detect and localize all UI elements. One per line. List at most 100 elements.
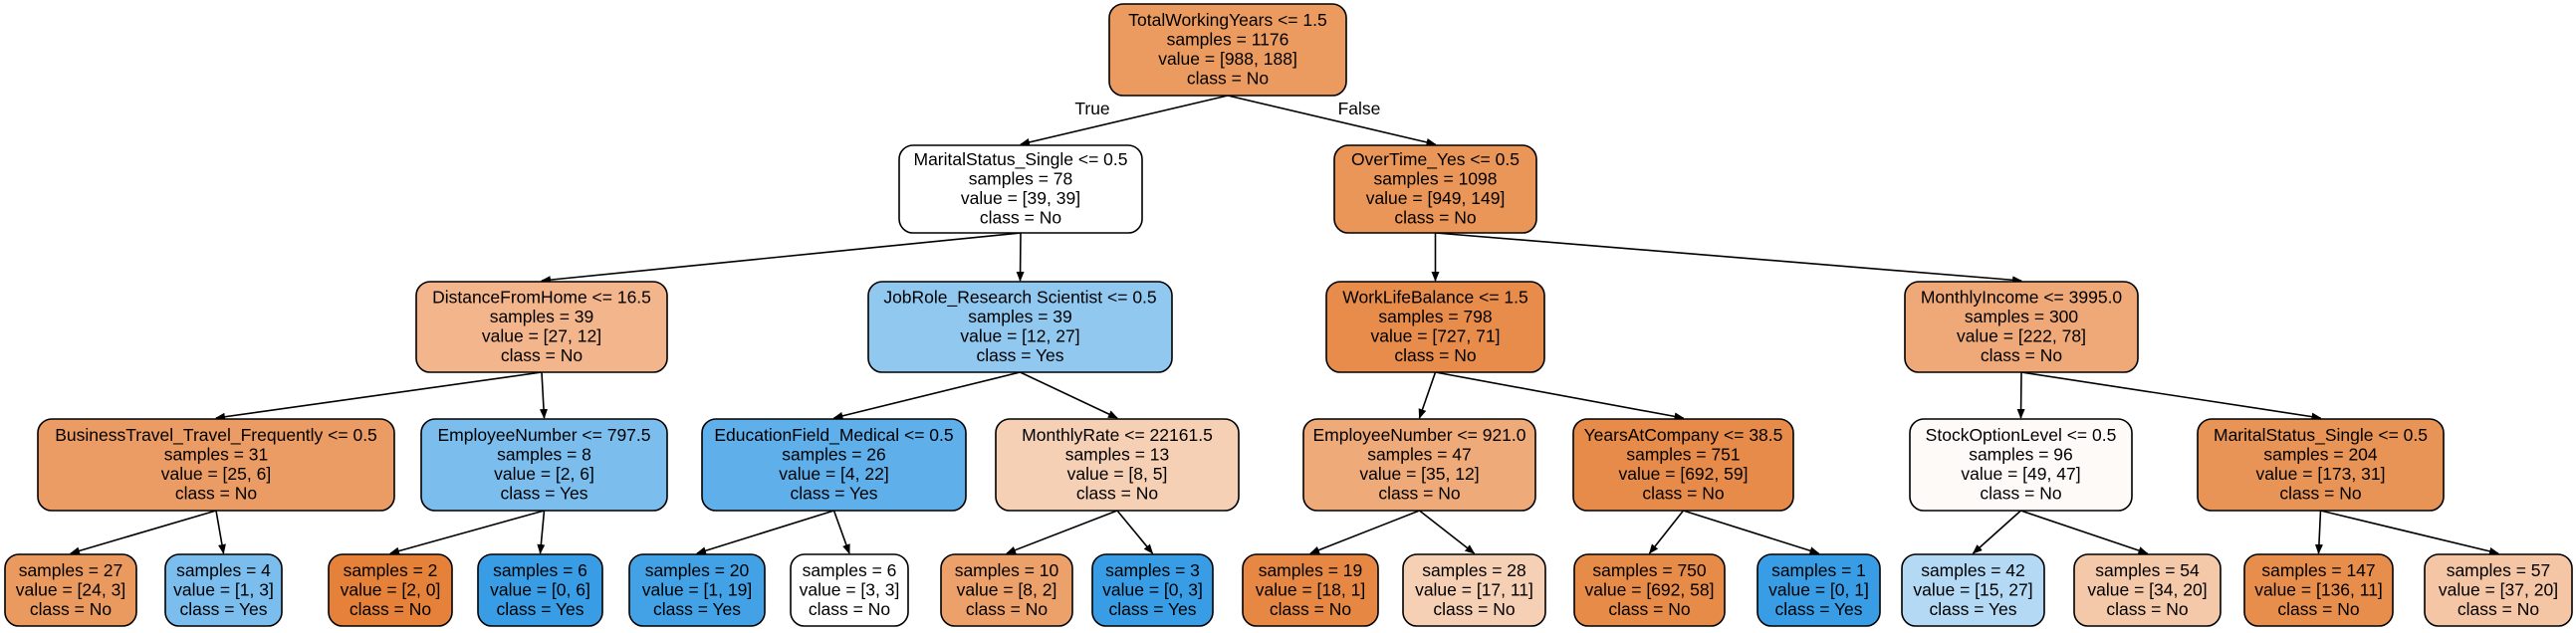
node-text-line: DistanceFromHome <= 16.5	[432, 288, 651, 308]
node-text-line: JobRole_Research Scientist <= 0.5	[883, 288, 1156, 309]
node-text-line: MaritalStatus_Single <= 0.5	[2214, 425, 2428, 446]
node-box	[898, 144, 1143, 234]
node-box	[2073, 553, 2222, 627]
node-box	[1901, 553, 2045, 627]
node-text-line: samples = 31	[164, 445, 269, 465]
node-text-line: YearsAtCompany <= 38.5	[1584, 425, 1783, 445]
node-text-line: samples = 1098	[1373, 169, 1497, 189]
node-text-line: samples = 27	[19, 560, 123, 580]
node-text-line: samples = 19	[1259, 560, 1363, 580]
edge-n7-l2	[215, 510, 226, 554]
node-text-line: MaritalStatus_Single <= 0.5	[914, 149, 1128, 170]
edge-n2-n6	[1435, 232, 2022, 285]
node-text-line: samples = 1	[1771, 560, 1866, 580]
edge-n3-n8	[540, 371, 549, 419]
node-text-line: value = [34, 20]	[2087, 579, 2207, 599]
edge-n4-n9	[832, 371, 1021, 420]
node-text-line: class = Yes	[500, 484, 587, 504]
node-text-line: class = No	[1608, 599, 1690, 619]
node-text-line: value = [24, 3]	[16, 579, 125, 599]
node-text-line: samples = 13	[1065, 445, 1170, 465]
node-text-line: value = [4, 22]	[779, 464, 888, 484]
node-text-line: value = [0, 3]	[1102, 579, 1203, 599]
node-text-line: class = No	[1981, 345, 2062, 365]
node-text-line: value = [8, 5]	[1067, 464, 1168, 484]
node-text-line: value = [136, 11]	[2254, 579, 2383, 599]
edge-n11-l10	[1419, 510, 1476, 554]
node-text-line: class = Yes	[496, 599, 584, 619]
node-text-line: value = [2, 6]	[494, 464, 594, 484]
node-text-line: samples = 54	[2095, 560, 2200, 580]
edge-n12-l11	[1648, 510, 1685, 554]
node-text-line: samples = 42	[1921, 560, 2025, 580]
node-text-line: MonthlyRate <= 22161.5	[1022, 425, 1213, 445]
node-text-line: value = [8, 2]	[957, 579, 1057, 599]
edge-n1-n3	[541, 232, 1022, 285]
node-text-line: class = No	[1270, 599, 1351, 619]
node-box	[1302, 418, 1536, 512]
node-text-line: samples = 57	[2447, 560, 2551, 580]
edge-n10-l7	[1006, 510, 1118, 554]
edge-n14-l16	[2320, 510, 2499, 555]
node-text-line: class = No	[30, 599, 112, 619]
node-text-line: samples = 3	[1105, 560, 1200, 580]
node-text-line: MonthlyIncome <= 3995.0	[1921, 288, 2123, 308]
node-text-line: class = No	[2458, 599, 2539, 619]
node-text-line: class = Yes	[179, 599, 267, 619]
node-text-line: samples = 39	[968, 307, 1072, 326]
node-text-line: value = [692, 58]	[1585, 579, 1715, 599]
edge-n1-n4	[1016, 232, 1025, 282]
node-text-line: samples = 39	[490, 307, 594, 326]
node-text-line: TotalWorkingYears <= 1.5	[1128, 10, 1326, 30]
node-box	[37, 418, 395, 512]
node-text-line: samples = 2	[344, 560, 438, 580]
node-text-line: samples = 96	[1969, 445, 2073, 465]
edge-n6-n13	[2016, 371, 2025, 419]
node-box	[628, 553, 766, 627]
node-text-line: value = [37, 20]	[2439, 579, 2558, 599]
edge-n5-n12	[1435, 371, 1685, 421]
node-text-line: value = [49, 47]	[1961, 464, 2080, 484]
node-box	[415, 281, 668, 373]
node-box	[867, 281, 1173, 373]
node-text-line: value = [2, 0]	[341, 579, 441, 599]
tree-edges	[70, 95, 2499, 555]
node-box	[328, 553, 453, 627]
node-text-line: class = No	[1394, 208, 1476, 228]
node-text-line: value = [222, 78]	[1957, 326, 2086, 346]
node-text-line: class = No	[2106, 599, 2188, 619]
edge-n12-l12	[1683, 510, 1820, 555]
node-text-line: value = [727, 71]	[1371, 326, 1501, 346]
node-text-line: samples = 300	[1965, 307, 2079, 326]
node-text-line: class = No	[1433, 599, 1515, 619]
edge-n7-l1	[70, 510, 217, 555]
node-text-line: samples = 147	[2261, 560, 2375, 580]
node-text-line: class = No	[1076, 484, 1158, 504]
node-box	[1904, 281, 2139, 373]
node-box	[1091, 553, 1214, 627]
node-text-line: OverTime_Yes <= 0.5	[1351, 149, 1520, 170]
node-text-line: class = No	[980, 208, 1061, 228]
node-text-line: class = Yes	[790, 484, 877, 504]
edge-n3-n7	[215, 371, 543, 421]
node-box	[1572, 418, 1794, 512]
edge-n11-l9	[1309, 510, 1420, 554]
node-box	[1242, 553, 1379, 627]
